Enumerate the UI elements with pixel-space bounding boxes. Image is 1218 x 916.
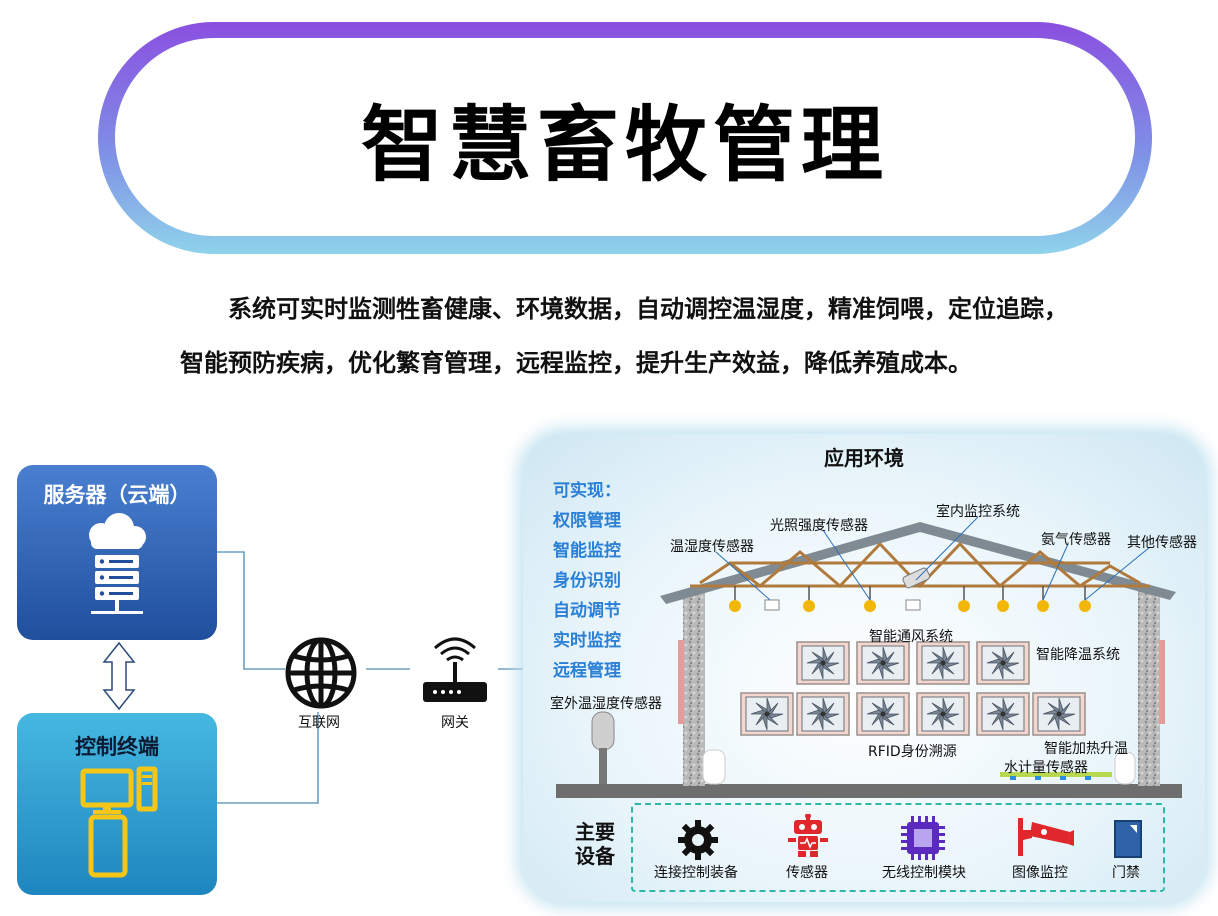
capability-title: 可实现： xyxy=(553,481,621,501)
capability-item: 远程管理 xyxy=(553,661,621,681)
server-cloud-box: 服务器（云端） xyxy=(17,465,217,640)
label-rfid: RFID身份溯源 xyxy=(868,744,957,760)
capability-item: 自动调节 xyxy=(553,601,621,621)
capability-item: 身份识别 xyxy=(553,571,621,591)
door-icon xyxy=(1114,820,1142,858)
gear-icon xyxy=(678,820,718,860)
cloud-server-icon xyxy=(89,513,146,614)
computer-phone-icon xyxy=(80,766,158,878)
router-icon xyxy=(423,637,487,702)
server-title: 服务器（云端） xyxy=(43,483,191,507)
globe-icon xyxy=(285,637,357,709)
internet-label: 互联网 xyxy=(298,715,340,731)
camera-icon xyxy=(1018,818,1074,856)
equipment-label: 连接控制装备 xyxy=(654,865,738,881)
main-equipment-title-text: 主要设备 xyxy=(575,820,615,868)
equipment-label: 门禁 xyxy=(1112,865,1140,881)
capability-item: 智能监控 xyxy=(553,541,621,561)
gateway-label: 网关 xyxy=(441,715,469,731)
label-ammonia-sensor: 氨气传感器 xyxy=(1041,532,1111,548)
terminal-title: 控制终端 xyxy=(75,735,159,759)
capability-item: 权限管理 xyxy=(553,511,621,531)
bidirectional-arrow xyxy=(102,641,136,711)
label-other-sensor: 其他传感器 xyxy=(1127,535,1197,551)
main-equipment-frame xyxy=(631,803,1165,892)
robot-icon xyxy=(788,814,828,857)
capability-item: 实时监控 xyxy=(553,631,621,651)
label-temp-humidity-sensor: 温湿度传感器 xyxy=(670,539,754,555)
control-terminal-box: 控制终端 xyxy=(17,713,217,895)
page-title: 智慧畜牧管理 xyxy=(360,97,889,193)
env-title: 应用环境 xyxy=(824,446,904,470)
intro-paragraph: 系统可实时监测牲畜健康、环境数据，自动调控温湿度，精准饲喂，定位追踪，智能预防疾… xyxy=(180,282,1076,390)
label-indoor-monitor: 室内监控系统 xyxy=(936,504,1020,520)
chip-icon xyxy=(901,816,945,860)
equipment-label: 传感器 xyxy=(786,865,828,881)
equipment-label: 无线控制模块 xyxy=(882,865,966,881)
server-connector xyxy=(217,551,285,670)
label-water-meter: 水计量传感器 xyxy=(1004,760,1088,776)
label-light-sensor: 光照强度传感器 xyxy=(770,518,868,534)
intro-text: 系统可实时监测牲畜健康、环境数据，自动调控温湿度，精准饲喂，定位追踪，智能预防疾… xyxy=(180,295,1068,377)
label-heating: 智能加热升温 xyxy=(1044,741,1128,757)
label-ventilation: 智能通风系统 xyxy=(869,629,953,645)
title-banner: 智慧畜牧管理 xyxy=(98,22,1152,254)
main-equipment-title: 主要设备 xyxy=(571,820,619,868)
equipment-label: 图像监控 xyxy=(1012,865,1068,881)
label-outdoor-th-sensor: 室外温湿度传感器 xyxy=(550,696,662,712)
capability-list: 可实现： 权限管理 智能监控 身份识别 自动调节 实时监控 远程管理 xyxy=(553,476,621,686)
title-banner-inner: 智慧畜牧管理 xyxy=(115,38,1135,236)
label-cooling: 智能降温系统 xyxy=(1036,647,1120,663)
